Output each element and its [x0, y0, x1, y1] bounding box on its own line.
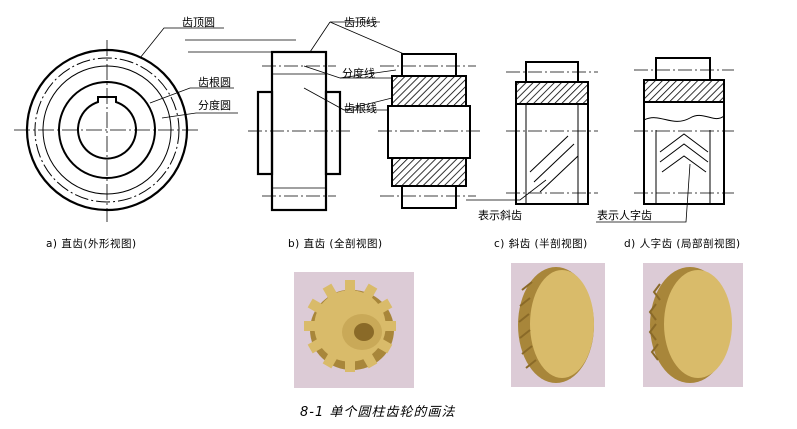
figure-title: 8-1 单个圆柱齿轮的画法	[300, 405, 456, 420]
helix-mark-2	[529, 135, 569, 173]
gear-hub-right	[324, 90, 342, 176]
helix-mark-3	[539, 155, 579, 193]
herringbone-hatch	[643, 79, 725, 103]
label-tip-circle: 齿顶圆	[182, 16, 215, 29]
view-b-section	[378, 53, 480, 209]
label-root-circle: 齿根圆	[198, 76, 231, 89]
herringbone-mark-1	[659, 133, 709, 153]
view-a-leaders	[139, 27, 304, 119]
label-pitch-circle: 分度圆	[198, 99, 231, 112]
label-root-line: 齿根线	[344, 102, 377, 115]
view-b-full-section	[248, 50, 350, 212]
spur-gear-photo	[294, 272, 414, 388]
view-d-partial-section	[596, 57, 734, 223]
helix-mark-1	[533, 143, 575, 183]
section-hatch-bottom	[391, 157, 467, 187]
view-b-leaders	[303, 21, 405, 111]
caption-a: a) 直齿(外形视图)	[46, 238, 137, 250]
herringbone-mark-2	[659, 143, 709, 163]
herringbone-gear-photo	[643, 263, 743, 387]
view-a-outline-view	[14, 40, 200, 222]
view-c-half-section	[466, 61, 598, 205]
bore-keyway	[77, 96, 137, 160]
helical-hatch	[515, 81, 589, 105]
caption-d: d) 人字齿 (局部剖视图)	[624, 238, 741, 250]
section-hatch-top	[391, 75, 467, 107]
caption-c: c) 斜齿 (半剖视图)	[494, 238, 588, 250]
caption-b: b) 直齿 (全剖视图)	[288, 238, 383, 250]
label-tip-line: 齿顶线	[344, 16, 377, 29]
label-herringbone-mark: 表示人字齿	[597, 209, 652, 222]
label-pitch-line: 分度线	[342, 67, 375, 80]
helical-gear-photo	[511, 263, 605, 387]
label-helical-mark: 表示斜齿	[478, 209, 522, 222]
herringbone-mark-3	[661, 155, 707, 173]
gear-hub-left	[256, 90, 274, 176]
